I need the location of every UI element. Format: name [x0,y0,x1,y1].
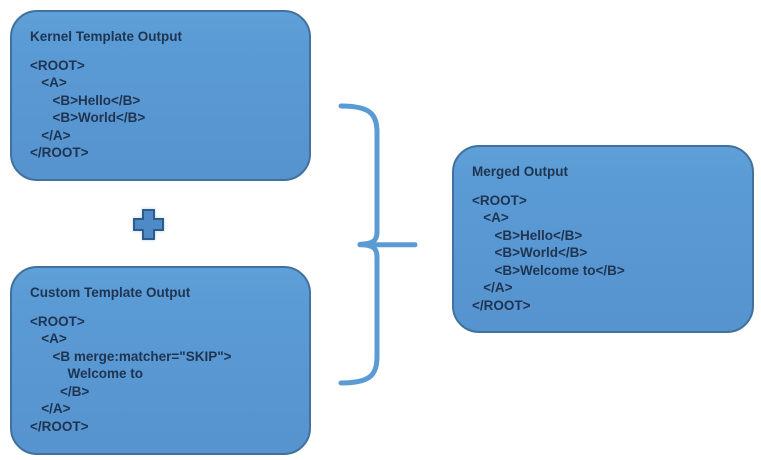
kernel-box-title: Kernel Template Output [30,29,183,44]
custom-xml-code: <ROOT> <A> <B merge:matcher="SKIP"> Welc… [30,313,232,434]
kernel-xml-code: <ROOT> <A> <B>Hello</B> <B>World</B> </A… [30,57,146,161]
kernel-template-output-box: Kernel Template Output <ROOT> <A> <B>Hel… [10,10,311,181]
custom-template-output-box: Custom Template Output <ROOT> <A> <B mer… [10,266,311,455]
plus-icon-svg [133,209,164,240]
plus-icon [132,208,165,241]
merged-output-box: Merged Output <ROOT> <A> <B>Hello</B> <B… [452,145,754,333]
right-brace-svg [338,103,418,386]
merged-xml-code: <ROOT> <A> <B>Hello</B> <B>World</B> <B>… [472,192,625,313]
custom-box-title: Custom Template Output [30,285,191,300]
merged-box-title: Merged Output [472,164,568,179]
right-brace-icon [336,100,420,392]
